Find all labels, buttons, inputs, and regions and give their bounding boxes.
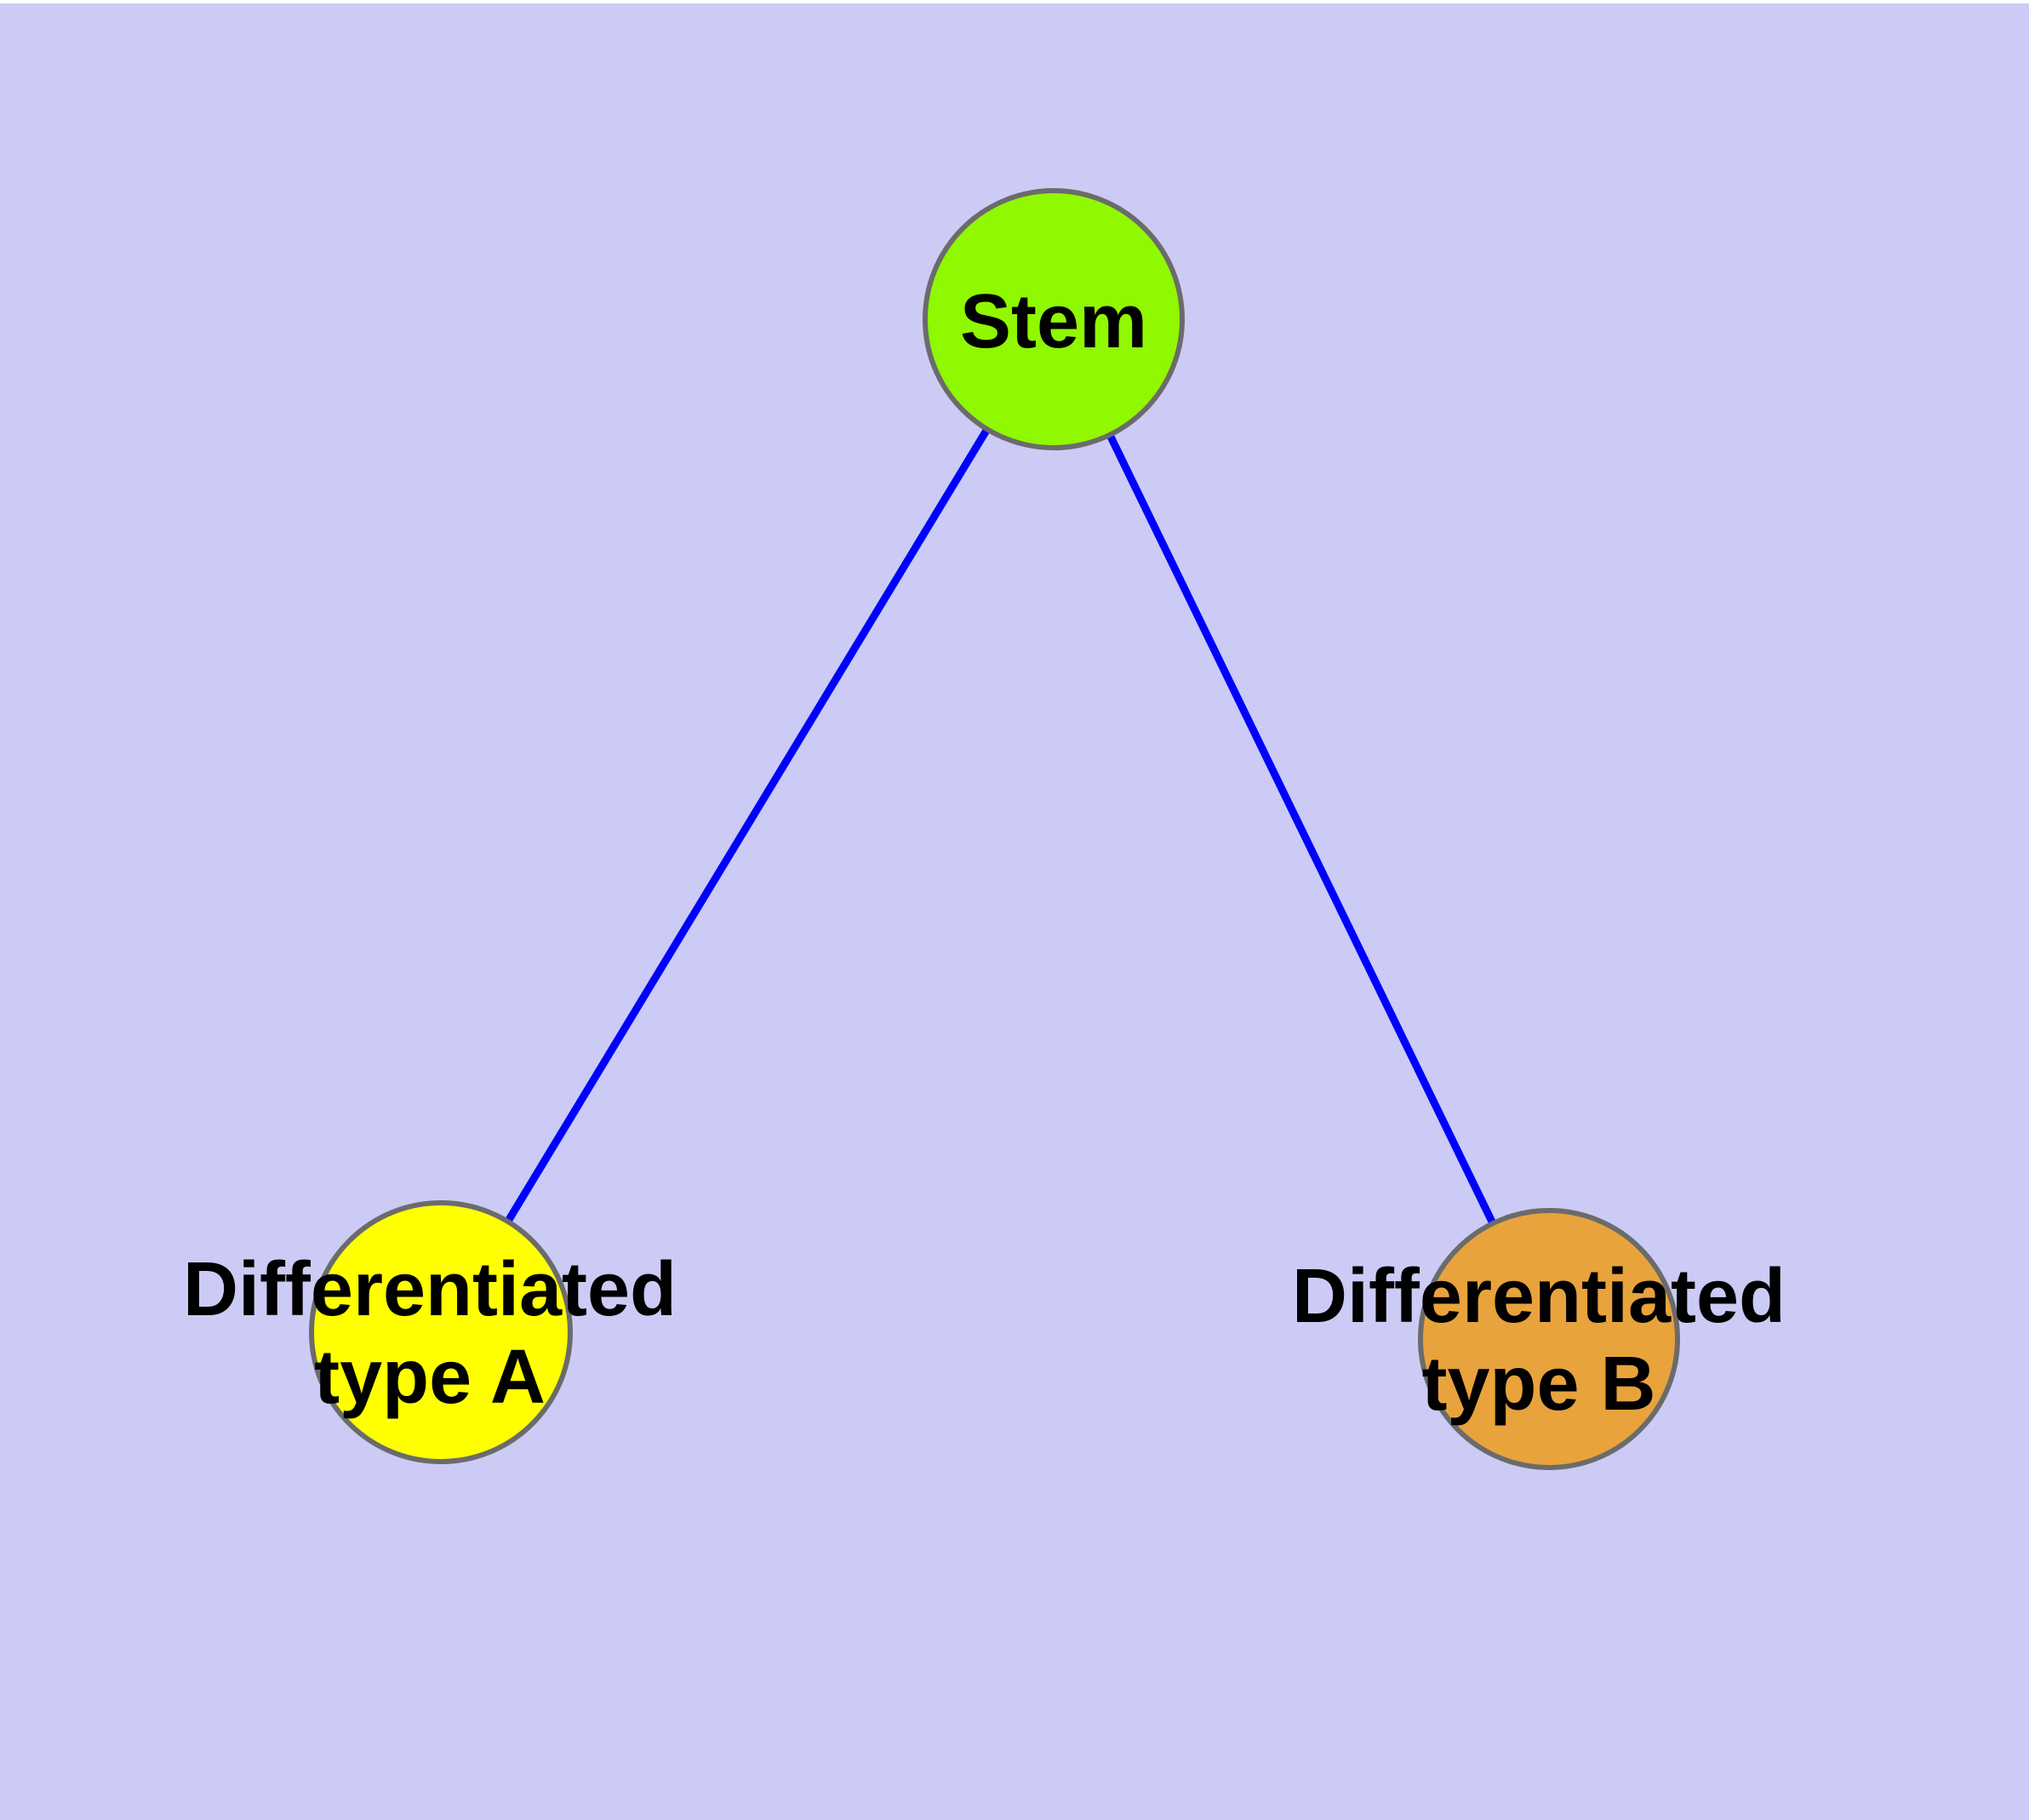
edges <box>437 317 1553 1341</box>
type-a-node-label-line2: type A <box>314 1335 546 1420</box>
edge-stem-to-type-b <box>1049 318 1553 1341</box>
type-b-node-circle[interactable] <box>1418 1208 1680 1470</box>
node-differentiated-type-a[interactable]: Differentiated type A <box>183 1200 677 1464</box>
node-differentiated-type-b[interactable]: Differentiated type B <box>1292 1208 1786 1470</box>
type-b-node-label-line1: Differentiated <box>1292 1254 1786 1339</box>
type-b-node-label-line2: type B <box>1421 1342 1655 1427</box>
stem-node-circle[interactable] <box>923 188 1185 450</box>
node-stem[interactable]: Stem <box>923 188 1185 450</box>
stem-node-label: Stem <box>960 279 1147 364</box>
type-a-node-label-line1: Differentiated <box>183 1247 677 1332</box>
type-a-node-circle[interactable] <box>309 1200 573 1464</box>
edge-stem-to-type-a <box>437 317 1057 1335</box>
top-border <box>0 0 2029 3</box>
